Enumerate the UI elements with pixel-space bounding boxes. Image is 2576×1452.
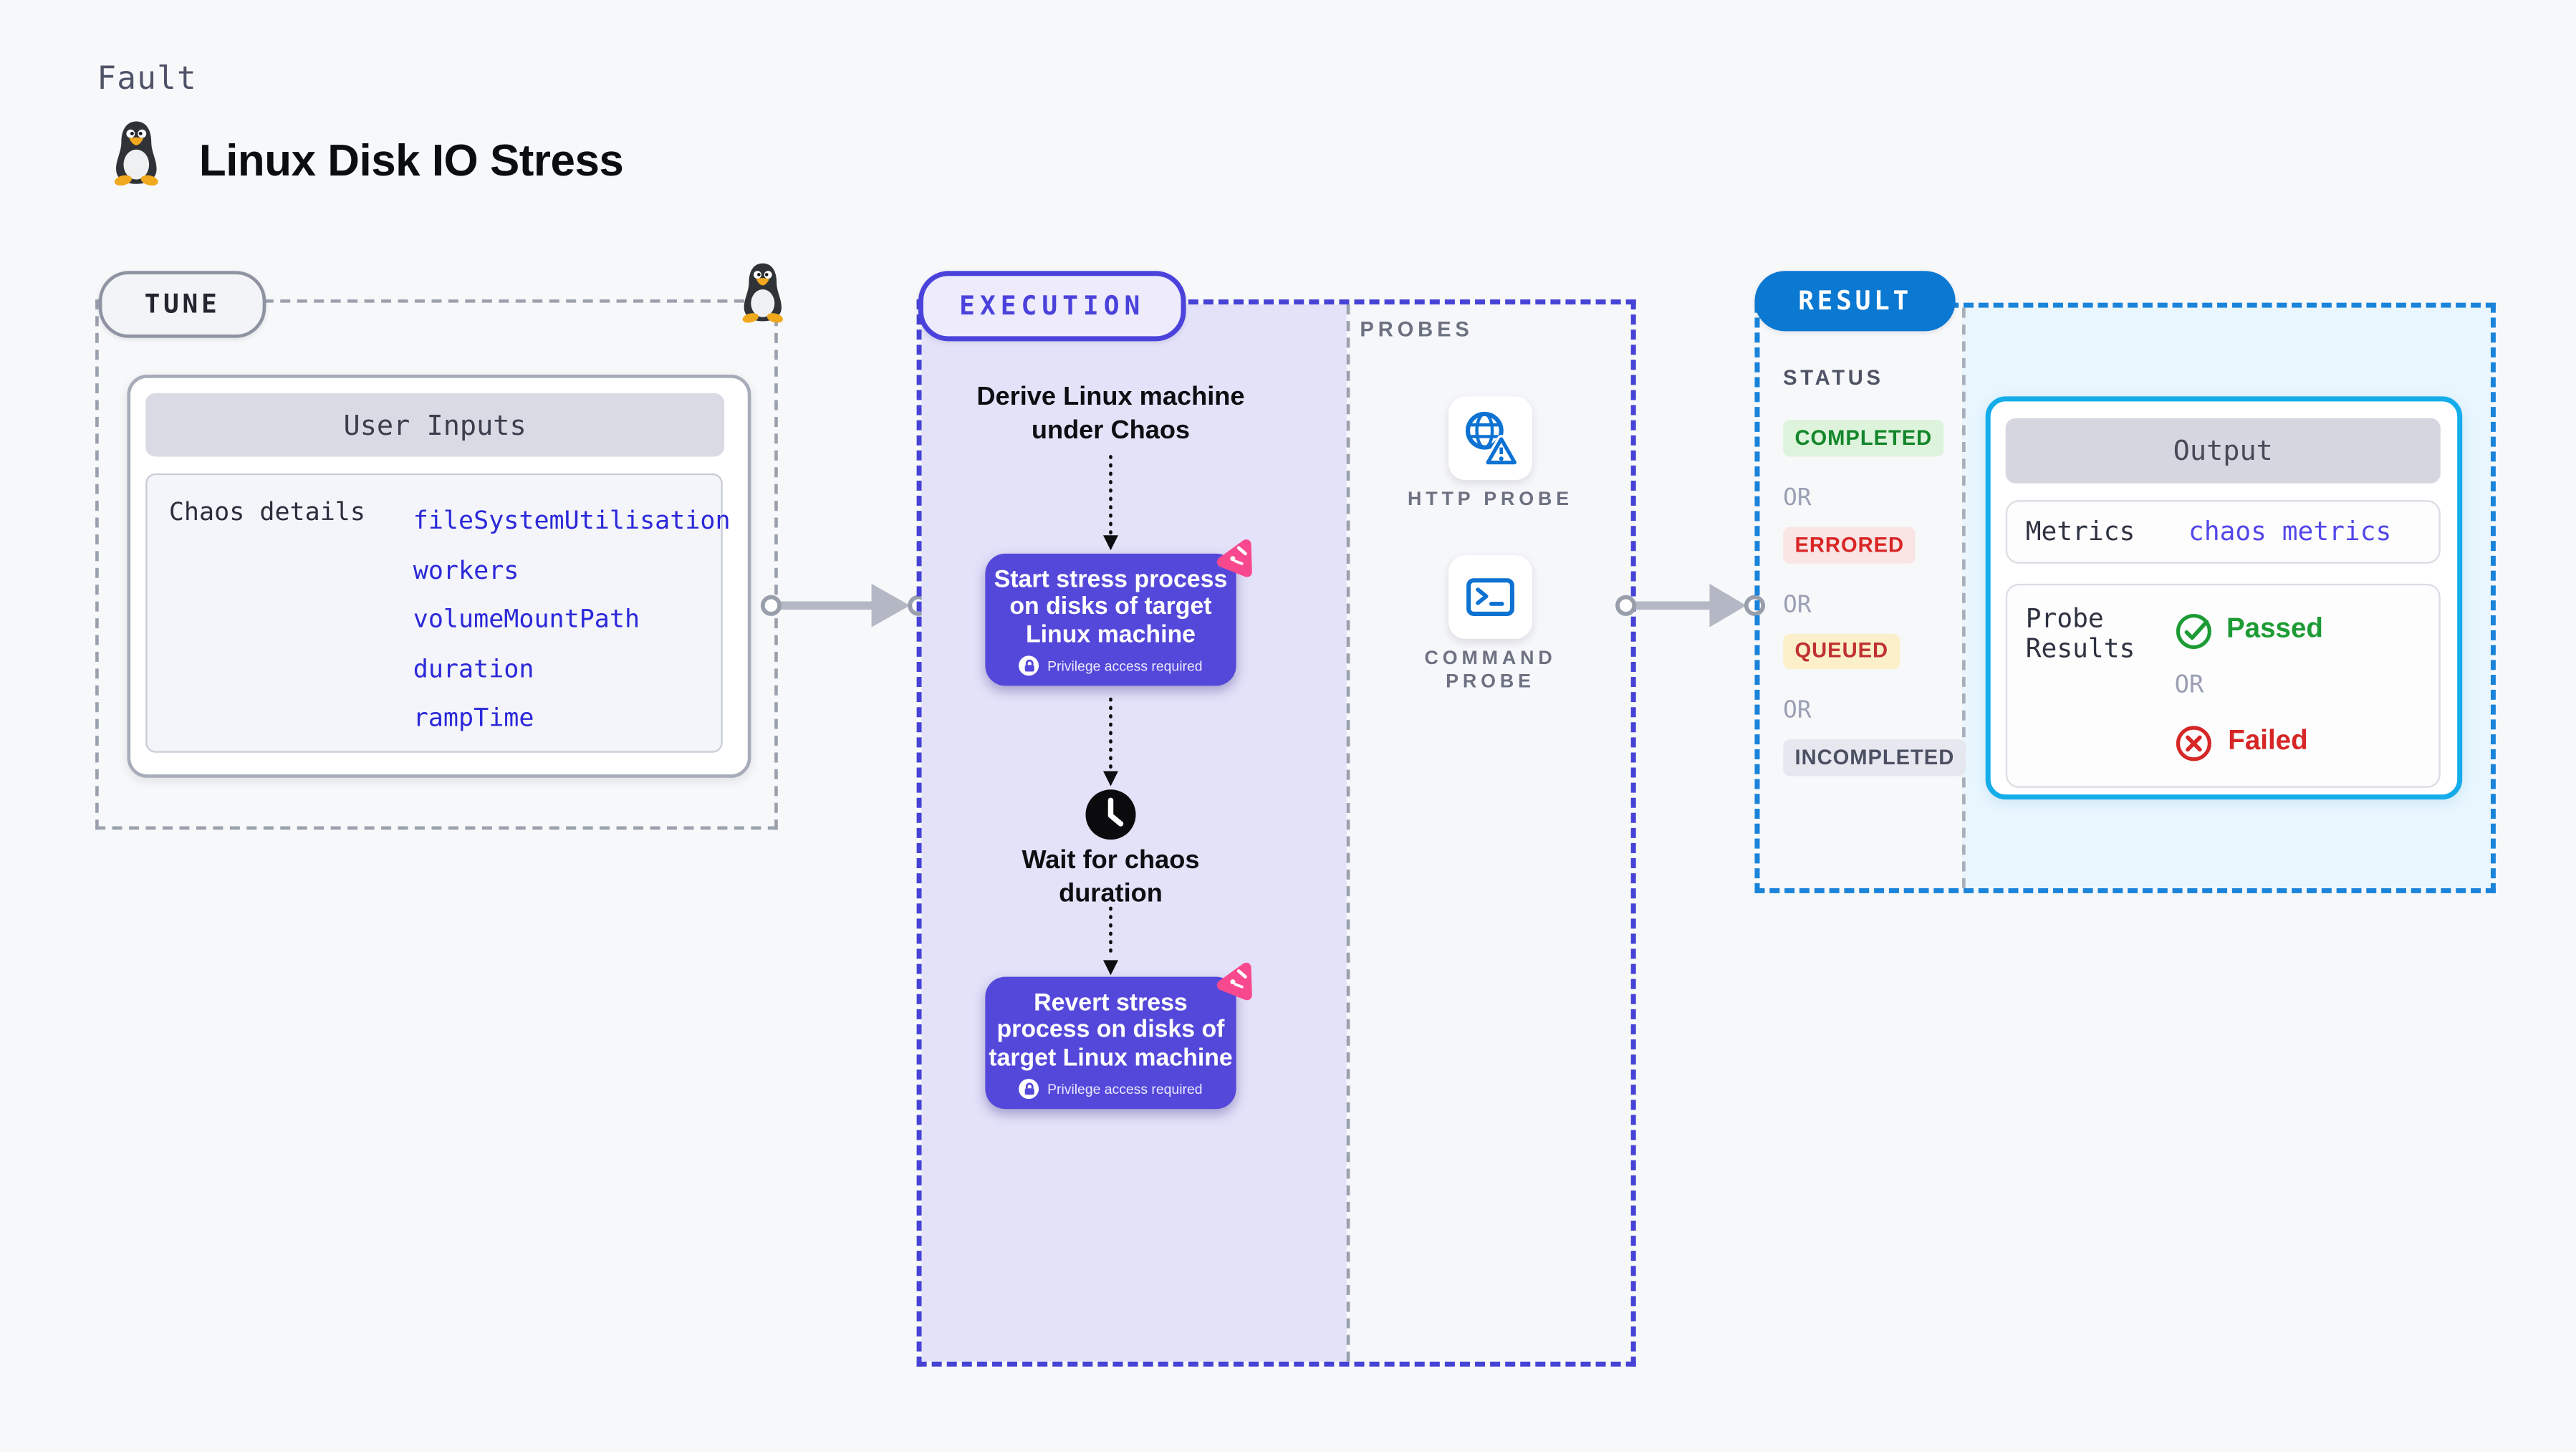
dotted-connector [1102, 455, 1118, 551]
command-probe-label: COMMAND PROBE [1424, 649, 1557, 692]
or-label: OR [1783, 591, 1812, 618]
dotted-connector [1102, 906, 1118, 976]
input-value: fileSystemUtilisation [413, 505, 731, 536]
execution-flow-panel [921, 304, 1347, 1362]
input-value: volumeMountPath [413, 603, 640, 634]
chaos-fault-icon [1216, 539, 1252, 577]
probe-results-label: Probe Results [2025, 603, 2135, 663]
privilege-row: Privilege access required [1019, 1079, 1203, 1100]
metrics-row: Metrics chaos metrics [2005, 499, 2441, 564]
passed-label: Passed [2226, 613, 2323, 644]
chaos-details-label: Chaos details [168, 496, 365, 527]
status-badge-queued: QUEUED [1783, 633, 1900, 670]
privilege-label: Privilege access required [1047, 1081, 1203, 1098]
dotted-connector [1102, 697, 1118, 787]
globe-warning-icon [1465, 411, 1519, 467]
terminal-icon [1466, 578, 1514, 617]
chaos-fault-icon [1216, 962, 1252, 1001]
failed-x-icon [2176, 725, 2211, 761]
input-value: rampTime [413, 702, 534, 733]
arrow-tune-to-execution [760, 583, 929, 628]
lock-icon [1019, 655, 1039, 676]
execution-group [916, 299, 1636, 1367]
http-probe-label: HTTP PROBE [1408, 490, 1574, 511]
or-label: OR [1783, 697, 1812, 725]
failed-label: Failed [2228, 726, 2308, 756]
privilege-label: Privilege access required [1047, 658, 1203, 675]
execution-pill: EXECUTION [918, 271, 1186, 342]
passed-check-icon [2176, 612, 2211, 648]
probe-results-row: Probe Results Passed OR Failed [2005, 583, 2441, 788]
user-inputs-card: User Inputs Chaos details fileSystemUtil… [127, 375, 751, 778]
metrics-label: Metrics [2025, 516, 2135, 547]
fault-kicker: Fault [97, 60, 197, 97]
status-heading: STATUS [1783, 366, 1884, 390]
lock-icon [1019, 1079, 1039, 1100]
or-label: OR [1783, 485, 1812, 512]
status-badge-completed: COMPLETED [1783, 420, 1944, 456]
input-value: duration [413, 653, 534, 683]
output-card: Output Metrics chaos metrics Probe Resul… [1985, 395, 2462, 799]
chaos-input-values: fileSystemUtilisation workers volumeMoun… [413, 497, 731, 744]
tune-pill: TUNE [98, 271, 266, 338]
metrics-value: chaos metrics [2188, 516, 2392, 547]
tux-penguin-icon [114, 121, 158, 186]
or-label: OR [2174, 672, 2204, 700]
output-header: Output [2005, 417, 2441, 483]
arrow-execution-to-result [1615, 583, 1766, 628]
http-probe-card [1448, 396, 1532, 481]
status-badge-incompleted: INCOMPLETED [1783, 739, 1966, 776]
clock-icon [1085, 789, 1136, 840]
derive-step-label: Derive Linux machine under Chaos [976, 383, 1245, 444]
wait-step-label: Wait for chaos duration [1022, 846, 1200, 908]
user-inputs-list: Chaos details fileSystemUtilisation work… [145, 473, 731, 753]
user-inputs-header: User Inputs [145, 393, 725, 457]
probes-panel [1346, 304, 1626, 1362]
command-probe-card [1448, 555, 1532, 639]
input-value: workers [413, 554, 519, 585]
probes-heading: PROBES [1360, 317, 1474, 342]
start-stress-node: Start stress process on disks of target … [985, 553, 1236, 686]
privilege-row: Privilege access required [1019, 655, 1203, 676]
page-title: Linux Disk IO Stress [198, 135, 624, 186]
result-pill: RESULT [1754, 271, 1956, 332]
tux-penguin-icon-small [742, 263, 783, 323]
tune-group [95, 299, 778, 830]
revert-stress-node: Revert stress process on disks of target… [985, 976, 1236, 1110]
status-badge-errored: ERRORED [1783, 527, 1916, 563]
